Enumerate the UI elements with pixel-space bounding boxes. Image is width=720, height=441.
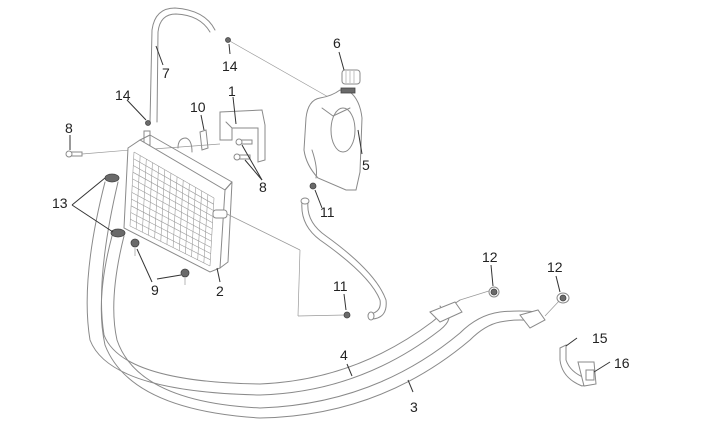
clip[interactable]	[199, 129, 209, 151]
grille-line	[133, 151, 215, 199]
callout-5: 5	[362, 157, 370, 173]
leader-lines	[69, 43, 611, 393]
hose-clip-top[interactable]	[225, 37, 231, 43]
grille-line	[133, 165, 214, 211]
grille-line	[132, 185, 213, 230]
callout-14b: 14	[115, 87, 131, 103]
grille-line	[131, 192, 212, 236]
grille-line	[209, 197, 215, 267]
callout-4: 4	[340, 347, 348, 363]
callout-6: 6	[333, 35, 341, 51]
grille-line	[185, 183, 190, 254]
overflow-hose[interactable]	[149, 7, 331, 123]
grille-line	[129, 225, 211, 267]
hose-clip-radiator[interactable]	[143, 120, 151, 146]
grille-line	[129, 151, 135, 227]
callout-15: 15	[592, 330, 608, 346]
callout-10: 10	[190, 99, 206, 115]
radiator-bracket[interactable]	[219, 109, 266, 163]
callout-1: 1	[228, 83, 236, 99]
grille-line	[166, 173, 172, 245]
rubber-grommets[interactable]	[130, 238, 190, 285]
radiator[interactable]	[123, 134, 346, 317]
radiator-grille	[129, 151, 215, 267]
grille-line	[191, 187, 196, 257]
expansion-tank-cap[interactable]	[340, 69, 361, 94]
hose-clamp-right[interactable]	[556, 292, 570, 304]
small-coolant-hose[interactable]	[300, 197, 387, 321]
grille-line	[132, 178, 213, 223]
grille-line	[130, 219, 211, 261]
grille-line	[160, 169, 166, 242]
hose-clamp-small-top[interactable]	[309, 182, 317, 190]
callout-14a: 14	[222, 58, 238, 74]
hose-clamp-small-bottom[interactable]	[343, 311, 351, 319]
callout-7: 7	[162, 65, 170, 81]
callout-9: 9	[151, 282, 159, 298]
callout-12a: 12	[482, 249, 498, 265]
hose-holder-bracket[interactable]	[577, 361, 597, 387]
grille-line	[133, 158, 214, 205]
hose-clamps-radiator[interactable]	[104, 173, 126, 238]
grille-line	[132, 171, 214, 217]
callout-11b: 11	[333, 278, 348, 294]
grille-line	[130, 205, 212, 248]
grille-line	[148, 162, 153, 236]
callout-3: 3	[410, 399, 418, 415]
screws[interactable]	[65, 138, 253, 161]
callout-2: 2	[216, 283, 224, 299]
callout-16: 16	[614, 355, 630, 371]
callout-8a: 8	[65, 120, 73, 136]
grille-line	[154, 166, 159, 239]
grille-line	[172, 176, 178, 248]
lower-coolant-hose[interactable]	[100, 235, 561, 419]
callout-8b: 8	[259, 179, 267, 195]
grille-line	[197, 190, 202, 260]
grille-line	[135, 155, 141, 230]
grille-line	[142, 159, 147, 233]
grille-line	[131, 198, 212, 242]
grille-line	[203, 194, 209, 263]
callout-11a: 11	[320, 204, 335, 220]
callout-13: 13	[52, 195, 68, 211]
callout-12b: 12	[547, 259, 563, 275]
grille-line	[130, 212, 211, 254]
hose-clamp-left[interactable]	[488, 286, 500, 298]
expansion-tank[interactable]	[303, 89, 363, 191]
grille-line	[178, 180, 184, 251]
